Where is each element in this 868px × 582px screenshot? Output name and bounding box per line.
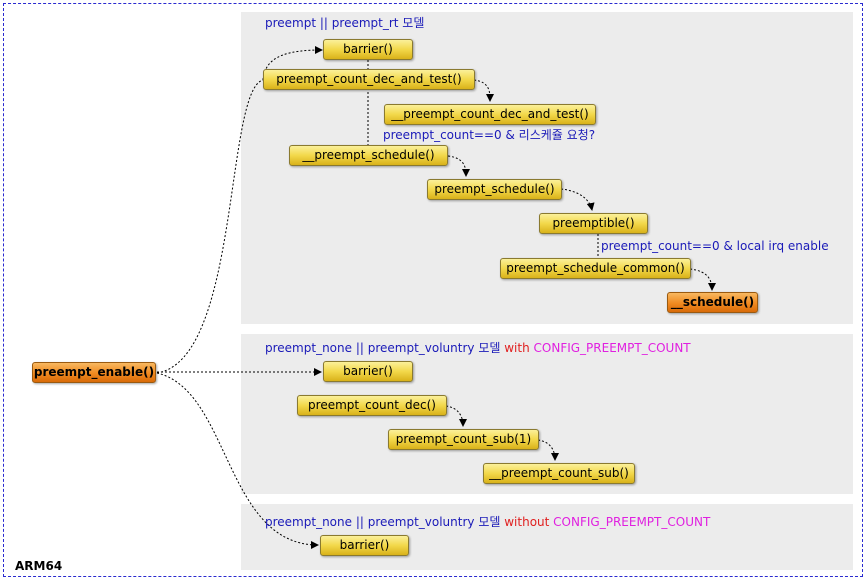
panel-bot-title: preempt_none || preempt_voluntry 모델 with… <box>265 515 710 529</box>
node-__preempt-schedule: __preempt_schedule() <box>289 145 448 166</box>
panel-mid-title-suffix: 모델 <box>478 341 501 355</box>
node-preempt-count-dec-and-test: preempt_count_dec_and_test() <box>263 69 475 90</box>
edge-root-to-dec-and-test <box>156 79 264 374</box>
cond-resched-request: preempt_count==0 & 리스케쥴 요청? <box>383 128 596 142</box>
node-preempt-count-dec: preempt_count_dec() <box>297 395 447 416</box>
node-barrier-mid: barrier() <box>323 361 413 382</box>
panel-mid-title-config: CONFIG_PREEMPT_COUNT <box>533 341 691 355</box>
edge-preempt-schedule <box>447 155 470 177</box>
edge-schedule <box>689 268 716 291</box>
panel-mid-title-with: with <box>500 341 534 355</box>
node-preempt-enable: preempt_enable() <box>32 362 156 383</box>
edge-root-to-bot-barrier <box>156 372 319 549</box>
node-preempt-schedule-common: preempt_schedule_common() <box>500 258 691 279</box>
platform-label: ARM64 <box>15 559 63 573</box>
panel-top-title: preempt || preempt_rt 모델 <box>265 16 424 30</box>
panel-bot-title-model: preempt_none || preempt_voluntry <box>265 515 479 529</box>
node-__preempt-count-dec-and-test: __preempt_count_dec_and_test() <box>384 104 596 125</box>
panel-mid-title: preempt_none || preempt_voluntry 모델 with… <box>265 341 691 355</box>
panel-mid-title-model: preempt_none || preempt_voluntry <box>265 341 479 355</box>
edge-__count-sub <box>537 439 559 461</box>
node-preempt-schedule: preempt_schedule() <box>427 179 562 200</box>
edge-dec-and-test <box>473 79 494 102</box>
node-__preempt-count-sub: __preempt_count_sub() <box>483 463 635 484</box>
panel-bot-title-without: without <box>500 515 554 529</box>
panel-bot-title-config: CONFIG_PREEMPT_COUNT <box>553 515 711 529</box>
edge-to-top-barrier <box>262 46 323 81</box>
edge-count-sub <box>445 405 467 427</box>
node-__schedule: __schedule() <box>667 292 758 313</box>
node-barrier-top: barrier() <box>323 39 413 60</box>
panel-top-title-model: preempt || preempt_rt <box>265 16 403 30</box>
panel-top-title-suffix: 모델 <box>402 16 425 30</box>
cond-local-irq-enable: preempt_count==0 & local irq enable <box>601 239 829 253</box>
node-preempt-count-sub: preempt_count_sub(1) <box>388 429 539 450</box>
edge-preemptible <box>560 188 595 211</box>
node-preemptible: preemptible() <box>539 213 648 234</box>
panel-bot-title-suffix: 모델 <box>478 515 501 529</box>
diagram-frame <box>3 3 863 577</box>
node-barrier-bot: barrier() <box>320 535 409 556</box>
